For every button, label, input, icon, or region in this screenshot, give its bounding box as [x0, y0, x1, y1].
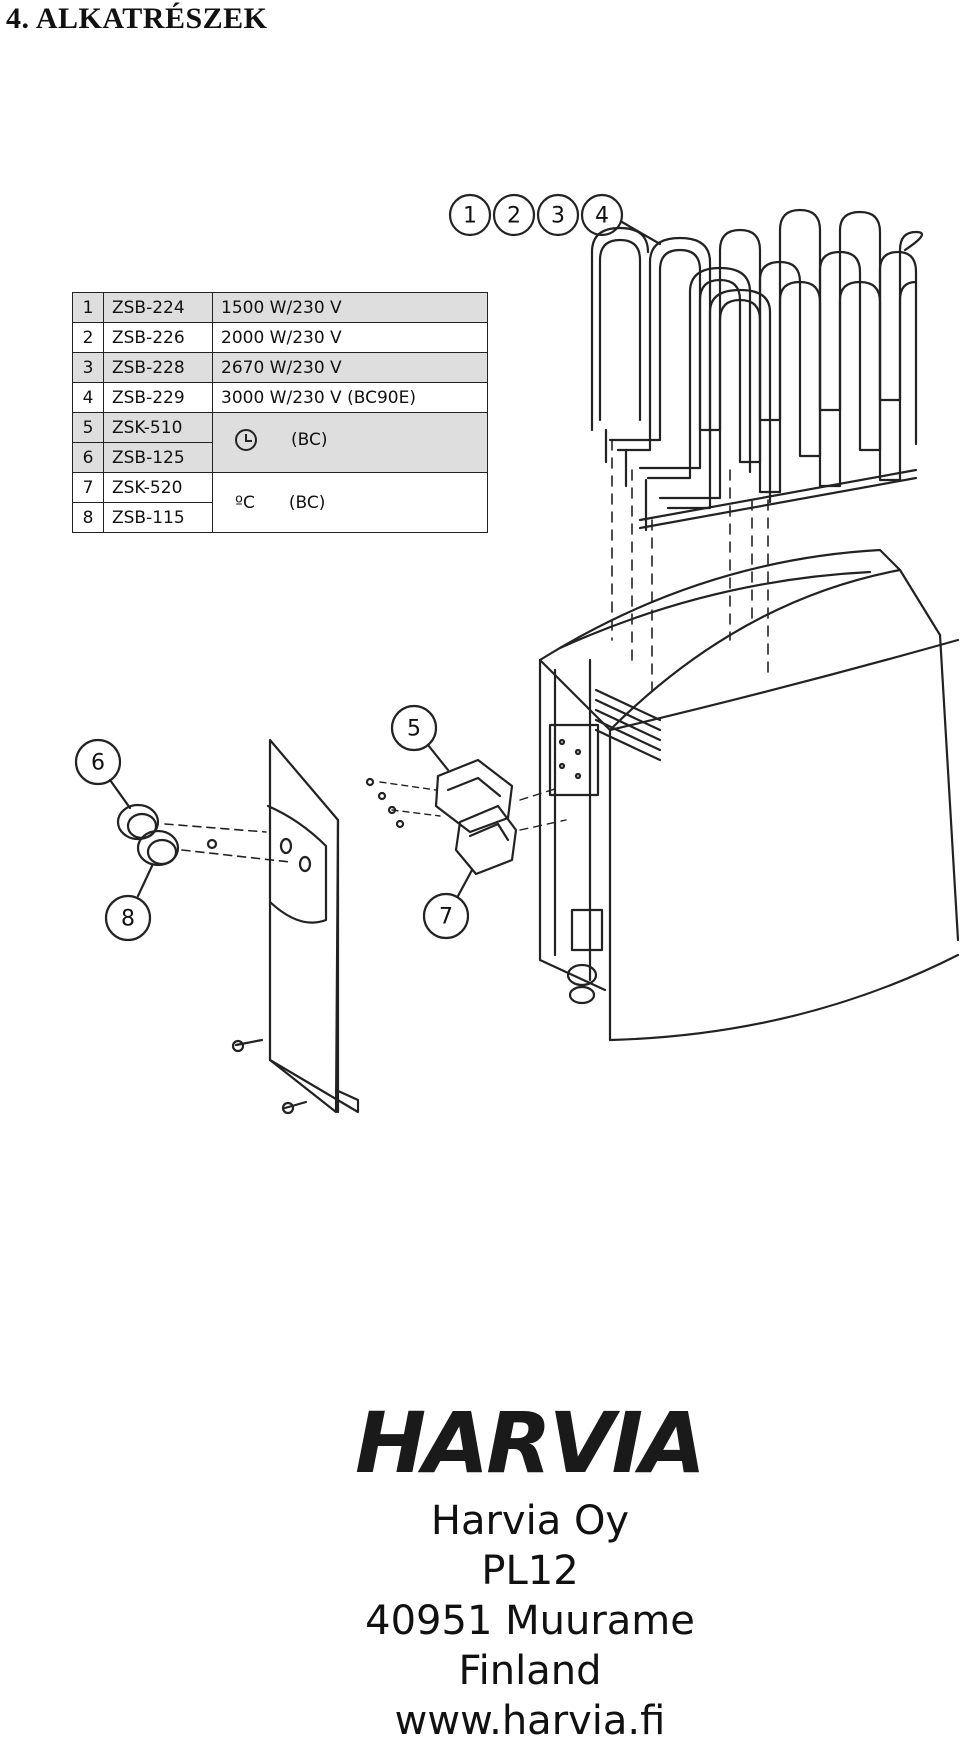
- parts-table: 1 ZSB-224 1500 W/230 V 2 ZSB-226 2000 W/…: [72, 292, 488, 533]
- part-code: ZSB-115: [103, 502, 213, 533]
- part-number: 4: [72, 382, 104, 413]
- timer-group-label: (BC): [291, 430, 328, 450]
- temperature-group-label: (BC): [288, 492, 326, 513]
- celsius-symbol: ºC: [235, 492, 255, 513]
- callout-label: 1: [463, 204, 477, 229]
- assembly-lines: [611, 439, 769, 691]
- country: Finland: [458, 1648, 602, 1694]
- part-spec: 3000 W/230 V (BC90E): [212, 382, 488, 413]
- part-code: ZSK-510: [103, 412, 213, 443]
- postal-city: 40951 Muurame: [365, 1598, 695, 1644]
- table-row: 2 ZSB-226 2000 W/230 V: [72, 322, 488, 353]
- callout-label: 2: [507, 204, 521, 229]
- part-spec: 2000 W/230 V: [212, 322, 488, 353]
- logo-text: HARVIA: [355, 1396, 703, 1482]
- callouts: [74, 193, 662, 942]
- table-row: 3 ZSB-228 2670 W/230 V: [72, 352, 488, 383]
- heater-body: [538, 548, 960, 1042]
- company-name: Harvia Oy: [430, 1498, 630, 1544]
- table-row: 5 ZSK-510 (BC): [72, 412, 488, 473]
- po-box: PL12: [481, 1548, 579, 1594]
- table-row: 6 ZSB-125: [72, 442, 488, 473]
- exploded-parts-diagram: 1 2 3 4 5 6 7 8: [74, 193, 960, 1115]
- callout-label: 5: [407, 717, 421, 742]
- callout-label: 8: [121, 907, 135, 932]
- part-code: ZSB-226: [103, 322, 213, 353]
- timer-group-cell: (BC): [212, 412, 488, 473]
- switch-parts: [365, 758, 567, 876]
- company-address: Harvia Oy PL12 40951 Muurame Finland www…: [280, 1496, 780, 1746]
- table-row: 4 ZSB-229 3000 W/230 V (BC90E): [72, 382, 488, 413]
- website: www.harvia.fi: [394, 1698, 666, 1744]
- part-code: ZSB-228: [103, 352, 213, 383]
- part-spec: 2670 W/230 V: [212, 352, 488, 383]
- part-number: 8: [72, 502, 104, 533]
- part-number: 6: [72, 442, 104, 473]
- table-row: 8 ZSB-115: [72, 502, 488, 533]
- table-row: 7 ZSK-520 ºC (BC): [72, 472, 488, 533]
- knobs: [116, 803, 291, 867]
- part-code: ZSB-125: [103, 442, 213, 473]
- harvia-logo: HARVIA: [355, 1396, 706, 1482]
- part-number: 5: [72, 412, 104, 443]
- callout-label: 4: [595, 204, 609, 229]
- callout-label: 6: [91, 751, 105, 776]
- part-number: 3: [72, 352, 104, 383]
- part-code: ZSB-229: [103, 382, 213, 413]
- control-panel: [231, 738, 360, 1115]
- temperature-group-cell: ºC (BC): [212, 472, 488, 533]
- table-row: 1 ZSB-224 1500 W/230 V: [72, 292, 488, 323]
- heating-elements: [590, 208, 924, 532]
- part-number: 1: [72, 292, 104, 323]
- section-heading: 4. ALKATRÉSZEK: [6, 2, 268, 35]
- part-number: 7: [72, 472, 104, 503]
- callout-label: 7: [439, 905, 453, 930]
- part-spec: 1500 W/230 V: [212, 292, 488, 323]
- clock-icon: [235, 429, 257, 451]
- callout-label: 3: [551, 204, 565, 229]
